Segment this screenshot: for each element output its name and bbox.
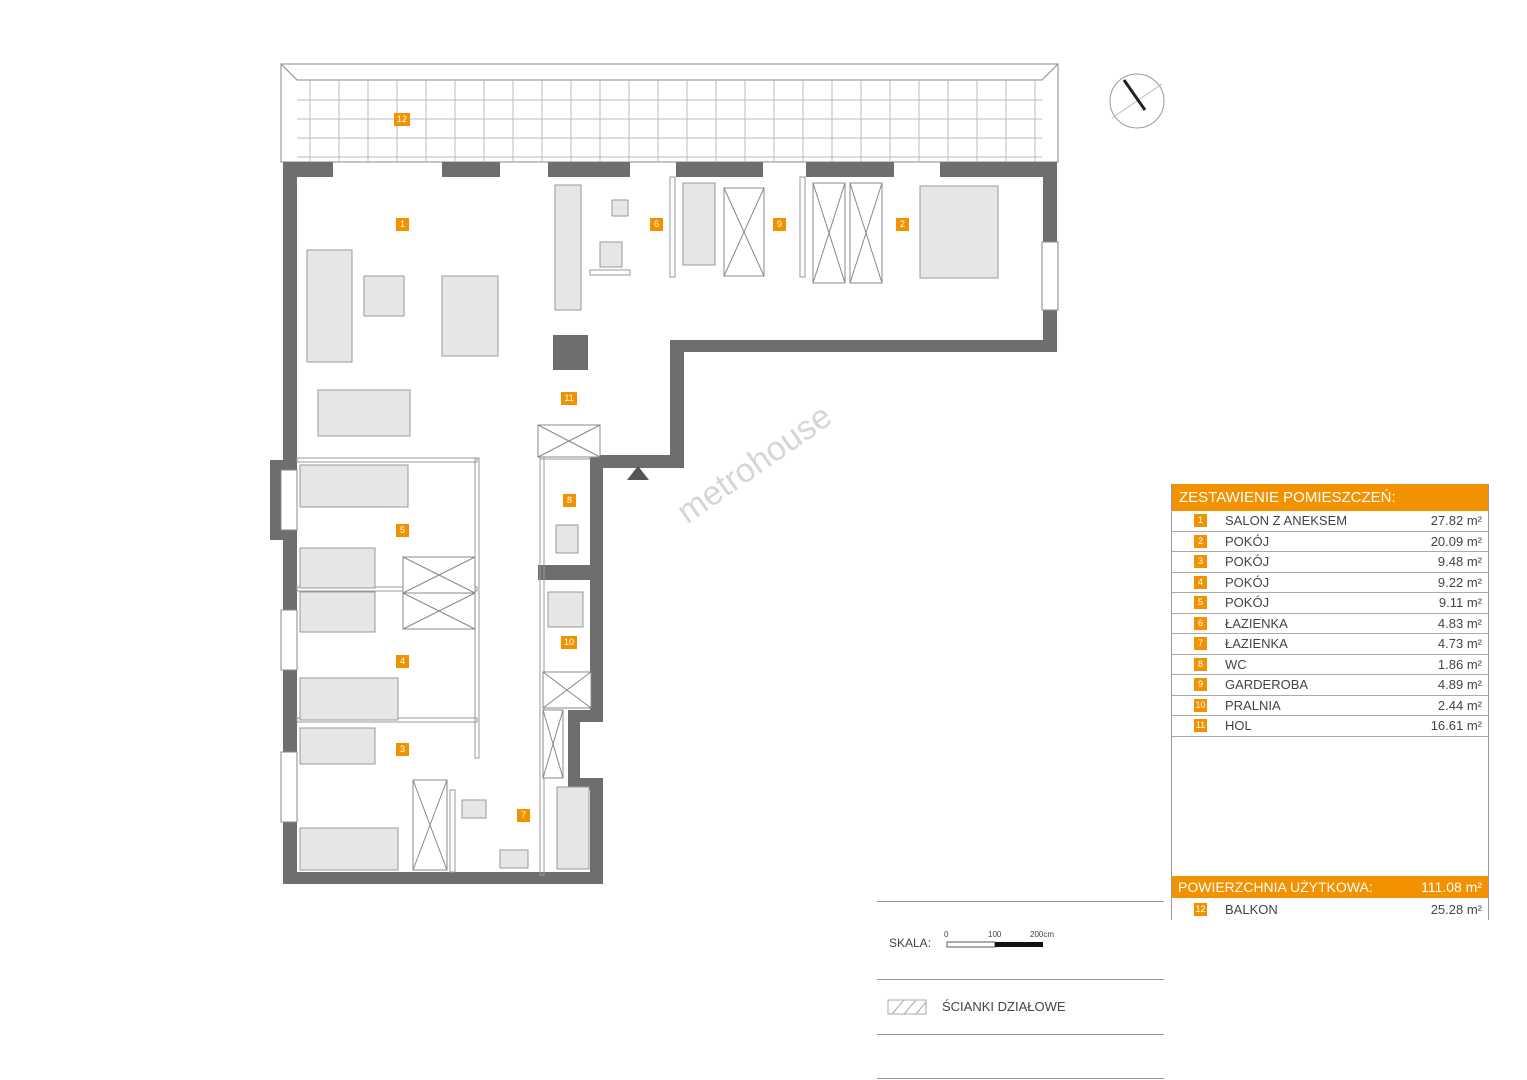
room-number: 10 xyxy=(1194,698,1207,712)
room-label-2: 2 xyxy=(896,218,909,231)
room-area: 16.61 m² xyxy=(1430,718,1482,733)
room-number: 4 xyxy=(1194,575,1207,589)
scale-tick: 0 xyxy=(944,930,949,939)
partition-legend-label: ŚCIANKI DZIAŁOWE xyxy=(942,999,1066,1014)
room-area: 1.86 m² xyxy=(1437,656,1482,672)
room-number: 2 xyxy=(1194,534,1207,548)
room-area: 9.22 m² xyxy=(1437,574,1482,590)
room-number: 7 xyxy=(1194,637,1207,650)
room-area: 9.48 m² xyxy=(1437,554,1482,569)
room-label-1: 1 xyxy=(396,218,409,231)
room-name: ŁAZIENKA xyxy=(1225,636,1288,651)
room-number: 12 xyxy=(1194,903,1207,916)
table-row: 9 GARDEROBA 4.89 m² xyxy=(1172,675,1488,696)
room-label-7: 7 xyxy=(517,809,530,822)
scale-bar xyxy=(946,941,1043,948)
table-row: 1 SALON Z ANEKSEM 27.82 m² xyxy=(1172,511,1488,532)
table-row: 6 ŁAZIENKA 4.83 m² xyxy=(1172,614,1488,634)
room-number: 11 xyxy=(1194,719,1207,732)
furniture xyxy=(299,182,999,871)
room-area: 4.73 m² xyxy=(1437,636,1482,651)
room-number: 6 xyxy=(1194,616,1207,630)
room-name: POKÓJ xyxy=(1225,574,1270,590)
room-area: 4.83 m² xyxy=(1437,615,1482,631)
entrance-arrow-icon xyxy=(627,466,649,480)
room-area: 25.28 m² xyxy=(1430,902,1482,917)
balcony xyxy=(280,63,1059,163)
table-row: 3 POKÓJ 9.48 m² xyxy=(1172,552,1488,573)
room-label-12: 12 xyxy=(394,113,410,126)
divider xyxy=(877,1078,1164,1079)
room-area: 20.09 m² xyxy=(1430,533,1482,549)
divider xyxy=(877,979,1164,980)
total-label: POWIERZCHNIA UŻYTKOWA: xyxy=(1178,879,1373,895)
table-row: 11 HOL 16.61 m² xyxy=(1172,716,1488,737)
room-label-4: 4 xyxy=(396,655,409,668)
divider xyxy=(877,1034,1164,1035)
divider xyxy=(877,901,1164,902)
room-name: SALON Z ANEKSEM xyxy=(1225,513,1348,528)
total-value: 111.08 m² xyxy=(1421,879,1482,895)
table-row: 5 POKÓJ 9.11 m² xyxy=(1172,593,1488,614)
room-label-9: 9 xyxy=(773,218,786,231)
partition-legend-swatch xyxy=(887,999,927,1015)
scale-tick: 200cm xyxy=(1030,930,1055,939)
table-row: 2 POKÓJ 20.09 m² xyxy=(1172,532,1488,552)
room-number: 1 xyxy=(1194,514,1207,527)
room-name: PRALNIA xyxy=(1225,697,1281,713)
scale-tick: 100 xyxy=(988,930,1002,939)
table-row: 4 POKÓJ 9.22 m² xyxy=(1172,573,1488,593)
table-row: 7 ŁAZIENKA 4.73 m² xyxy=(1172,634,1488,655)
room-label-10: 10 xyxy=(561,636,577,649)
room-name: WC xyxy=(1225,656,1247,672)
wardrobes xyxy=(402,182,883,871)
room-name: GARDEROBA xyxy=(1225,677,1309,692)
table-row: 8 WC 1.86 m² xyxy=(1172,655,1488,675)
room-area: 27.82 m² xyxy=(1430,513,1482,528)
room-label-8: 8 xyxy=(563,494,576,507)
room-label-6: 6 xyxy=(650,218,663,231)
room-number: 3 xyxy=(1194,555,1207,568)
room-name: POKÓJ xyxy=(1225,554,1270,569)
table-title: ZESTAWIENIE POMIESZCZEŃ: xyxy=(1172,484,1488,511)
room-area: 4.89 m² xyxy=(1437,677,1482,692)
scale-label: SKALA: xyxy=(889,936,932,950)
room-label-3: 3 xyxy=(396,743,409,756)
room-name: POKÓJ xyxy=(1225,533,1270,549)
room-area: 9.11 m² xyxy=(1438,595,1482,610)
room-number: 5 xyxy=(1194,596,1207,609)
room-label-5: 5 xyxy=(396,524,409,537)
room-number: 8 xyxy=(1194,657,1207,671)
room-name: POKÓJ xyxy=(1225,595,1270,610)
room-name: HOL xyxy=(1225,718,1252,733)
room-name: BALKON xyxy=(1225,902,1278,917)
room-label-11: 11 xyxy=(561,392,577,405)
balcony-row: 12 BALKON 25.28 m² xyxy=(1172,900,1488,920)
table-row: 10 PRALNIA 2.44 m² xyxy=(1172,696,1488,716)
room-number: 9 xyxy=(1194,678,1207,691)
total-area-row: POWIERZCHNIA UŻYTKOWA: 111.08 m² xyxy=(1172,876,1488,898)
windows xyxy=(280,241,1059,823)
room-name: ŁAZIENKA xyxy=(1225,615,1288,631)
room-summary-table: ZESTAWIENIE POMIESZCZEŃ: 1 SALON Z ANEKSE… xyxy=(1171,484,1489,920)
compass-icon xyxy=(1109,73,1165,129)
room-area: 2.44 m² xyxy=(1437,697,1482,713)
